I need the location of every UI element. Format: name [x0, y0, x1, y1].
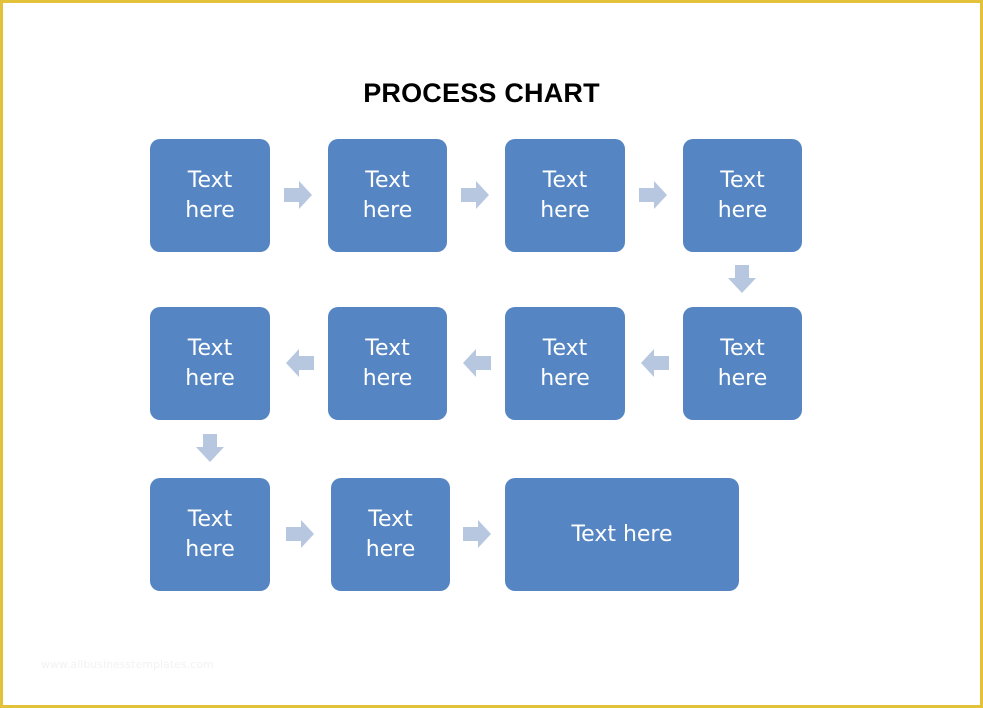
right-arrow-icon-5 [461, 518, 493, 550]
left-arrow-icon-3 [284, 347, 316, 379]
right-arrow-icon-1 [282, 179, 314, 211]
left-arrow-icon-1 [639, 347, 671, 379]
process-step-7: Text here [328, 307, 447, 420]
process-step-9: Text here [150, 478, 270, 591]
down-arrow-icon-1 [726, 263, 758, 295]
process-step-2: Text here [328, 139, 447, 252]
process-step-3: Text here [505, 139, 625, 252]
chart-title: PROCESS CHART [363, 78, 600, 108]
process-step-11-wide: Text here [505, 478, 739, 591]
right-arrow-icon-3 [637, 179, 669, 211]
process-step-6: Text here [505, 307, 625, 420]
process-step-5: Text here [683, 307, 802, 420]
right-arrow-icon-4 [284, 518, 316, 550]
down-arrow-icon-2 [194, 432, 226, 464]
process-step-8: Text here [150, 307, 270, 420]
watermark-text: www.allbusinesstemplates.com [41, 658, 214, 671]
process-step-10: Text here [331, 478, 450, 591]
process-step-4: Text here [683, 139, 802, 252]
left-arrow-icon-2 [461, 347, 493, 379]
right-arrow-icon-2 [459, 179, 491, 211]
process-step-1: Text here [150, 139, 270, 252]
